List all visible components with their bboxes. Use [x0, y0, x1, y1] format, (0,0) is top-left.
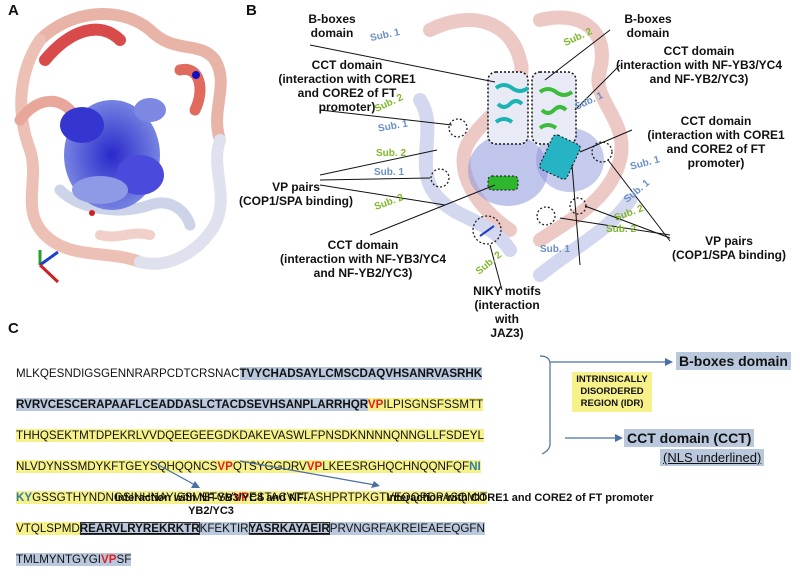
vp-right-label: VP pairs (COP1/SPA binding) [664, 234, 794, 262]
seq-line-2: RVRVCESCERAPAAFLCEADDASLCTACDSEVHSANPLAR… [16, 397, 487, 413]
seq-line-6: VTQLSPMDREARVLRYREKRKTRKFEKTIRYASRKAYAEI… [16, 521, 487, 537]
sub1-label: Sub. 1 [374, 167, 404, 178]
bboxes-left-label: B-boxes domain [296, 12, 368, 40]
panel-c-letter: C [8, 320, 19, 337]
bottom-arrows [0, 455, 560, 495]
cct-domain-tag: CCT domain (CCT) [624, 429, 754, 447]
cct-nfy-bottom-label: CCT domain (interaction with NF-YB3/YC4 … [268, 238, 458, 280]
sub2-label: Sub. 2 [606, 224, 636, 235]
note-nfy: Interaction with NF-YB3/YC4 and NF- YB2/… [86, 492, 336, 518]
nls-tag: (NLS underlined) [660, 449, 764, 466]
bboxes-right-label: B-boxes domain [612, 12, 684, 40]
note-core: Interaction with CORE1 and CORE2 of FT p… [370, 492, 670, 505]
niky-label: NIKY motifs (interaction with JAZ3) [462, 284, 552, 340]
sub2-label: Sub. 2 [376, 148, 406, 159]
seq-line-7: TMLMYNTGYGIVPSF [16, 552, 487, 568]
idr-tag: INTRINSICALLY DISORDERED REGION (IDR) [572, 372, 652, 412]
panel-a-structure [0, 0, 240, 300]
seq-line-1: MLKQESNDIGSGENNRARPCDTCRSNACTVYCHADSAYLC… [16, 366, 487, 382]
vp-left-label: VP pairs (COP1/SPA binding) [236, 180, 356, 208]
bboxes-domain-tag: B-boxes domain [676, 352, 791, 370]
seq-line-3: THHQSEKTMTDPEKRLVVDQEEGEEGDKDAKEVASWLFPN… [16, 428, 487, 444]
cct-nfy-right-label: CCT domain (interaction with NF-YB3/YC4 … [604, 44, 794, 86]
cct-core-left-label: CCT domain (interaction with CORE1 and C… [262, 58, 432, 114]
sub1-label: Sub. 1 [540, 244, 570, 255]
